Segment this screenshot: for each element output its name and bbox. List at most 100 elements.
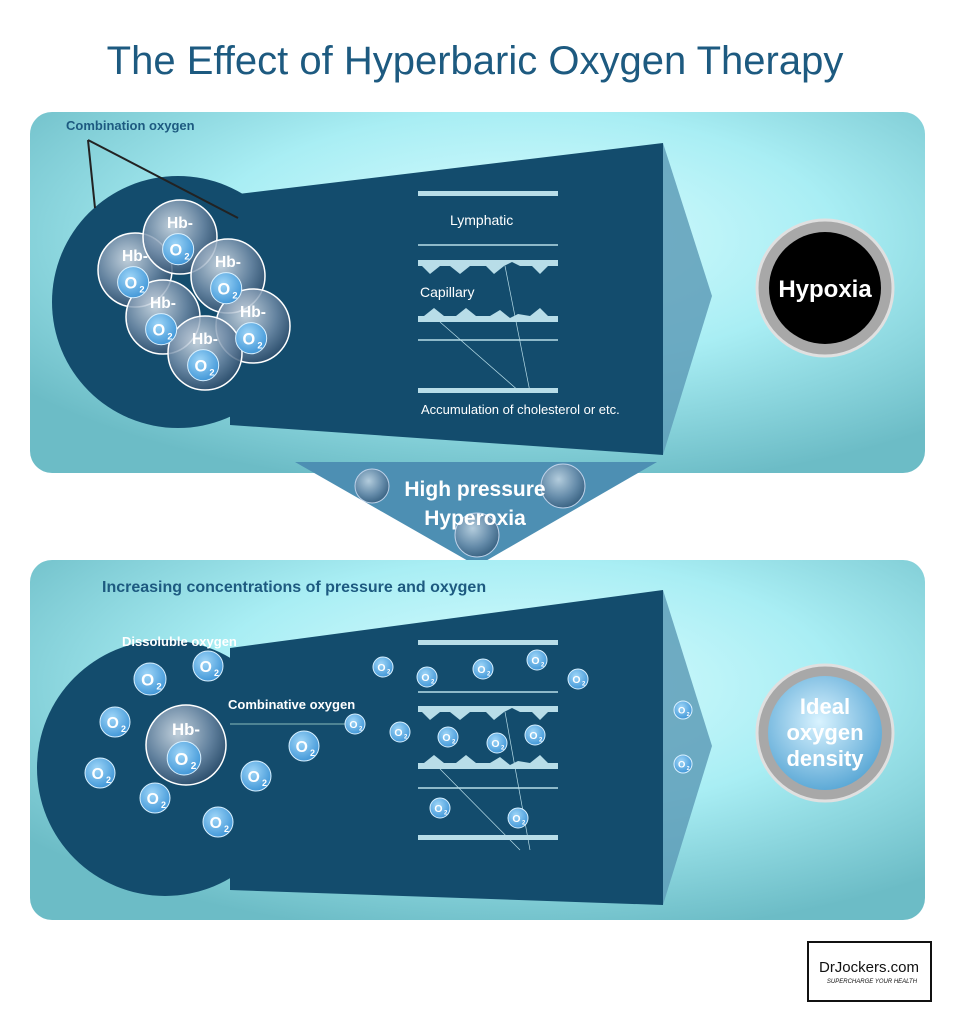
o2-label: O bbox=[296, 739, 308, 756]
ideal-density-badge: Ideal oxygen density bbox=[755, 663, 895, 803]
logo-tagline: SUPERCHARGE YOUR HEALTH bbox=[827, 979, 918, 985]
hyperoxia-label: Hyperoxia bbox=[424, 507, 526, 530]
o2-subscript: 2 bbox=[541, 663, 545, 669]
o2-molecule bbox=[187, 349, 220, 382]
o2-subscript: 2 bbox=[687, 712, 690, 718]
o2-subscript: 2 bbox=[310, 748, 315, 758]
o2-subscript: 2 bbox=[161, 800, 166, 810]
o2-molecule bbox=[372, 656, 394, 678]
o2-label: O bbox=[678, 706, 685, 717]
o2-subscript: 2 bbox=[487, 672, 491, 678]
hb-label: Hb- bbox=[240, 304, 266, 321]
hb-label: Hb- bbox=[192, 331, 218, 348]
o2-subscript: 2 bbox=[582, 682, 586, 688]
o2-label: O bbox=[107, 715, 119, 732]
lymphatic-label: Lymphatic bbox=[450, 212, 513, 228]
dissoluble-oxygen-label: Dissoluble oxygen bbox=[122, 634, 237, 649]
o2-molecule bbox=[202, 806, 234, 838]
o2-label: O bbox=[248, 769, 260, 786]
hypoxia-badge: Hypoxia bbox=[755, 218, 895, 358]
drjockers-logo[interactable]: DrJockers.com SUPERCHARGE YOUR HEALTH bbox=[807, 941, 932, 1002]
o2-molecule bbox=[486, 732, 508, 754]
o2-subscript: 2 bbox=[214, 668, 219, 678]
density-label: density bbox=[786, 746, 864, 771]
vessel-lines bbox=[230, 640, 558, 851]
capillary-label: Capillary bbox=[420, 284, 474, 300]
o2-molecule bbox=[524, 724, 546, 746]
o2-label: O bbox=[529, 730, 537, 742]
o2-molecule bbox=[389, 721, 411, 743]
o2-molecule bbox=[288, 730, 320, 762]
hb-label: Hb- bbox=[172, 720, 200, 739]
o2-molecule bbox=[673, 700, 693, 720]
o2-subscript: 2 bbox=[387, 670, 391, 676]
o2-molecule bbox=[117, 266, 150, 299]
o2-subscript: 2 bbox=[106, 775, 111, 785]
o2-label: O bbox=[242, 330, 255, 348]
o2-label: O bbox=[572, 674, 580, 686]
o2-label: O bbox=[349, 719, 357, 731]
o2-molecule bbox=[133, 662, 167, 696]
o2-label: O bbox=[678, 760, 685, 771]
o2-molecule bbox=[210, 272, 243, 305]
o2-subscript: 2 bbox=[139, 284, 144, 294]
o2-label: O bbox=[217, 280, 230, 298]
o2-discs bbox=[117, 233, 268, 382]
hb-label: Hb- bbox=[122, 248, 148, 265]
logo-brand: DrJockers.com bbox=[819, 959, 919, 976]
o2-label: O bbox=[394, 727, 402, 739]
o2-subscript: 2 bbox=[257, 340, 262, 350]
high-pressure-label: High pressure bbox=[404, 478, 545, 501]
o2-label: O bbox=[210, 815, 222, 832]
arrow-head bbox=[663, 590, 712, 905]
o2-subscript: 2 bbox=[156, 681, 161, 692]
ideal-label: Ideal bbox=[800, 694, 850, 719]
o2-subscript: 2 bbox=[184, 251, 189, 261]
o2-label: O bbox=[491, 738, 499, 750]
hb-label: Hb- bbox=[215, 254, 241, 271]
o2-subscript: 2 bbox=[359, 727, 363, 733]
o2-label: O bbox=[434, 803, 442, 815]
o2-label: O bbox=[377, 662, 385, 674]
combinative-oxygen-label: Combinative oxygen bbox=[228, 697, 355, 712]
o2-subscript: 2 bbox=[501, 746, 505, 752]
vessel-lines bbox=[418, 191, 558, 393]
o2-molecule bbox=[429, 797, 451, 819]
o2-subscript: 2 bbox=[167, 331, 172, 341]
o2-molecule bbox=[192, 650, 224, 682]
o2-label: O bbox=[152, 321, 165, 339]
o2-subscript: 2 bbox=[444, 811, 448, 817]
o2-subscript: 2 bbox=[224, 824, 229, 834]
o2-label: O bbox=[442, 732, 450, 744]
o2-subscript: 2 bbox=[262, 778, 267, 788]
hypoxia-label: Hypoxia bbox=[778, 276, 872, 303]
o2-label: O bbox=[194, 357, 207, 375]
o2-molecule bbox=[437, 726, 459, 748]
o2-molecule bbox=[235, 322, 268, 355]
o2-subscript: 2 bbox=[522, 821, 526, 827]
o2-molecule bbox=[240, 760, 272, 792]
o2-subscript: 2 bbox=[452, 740, 456, 746]
hb-label: Hb- bbox=[167, 215, 193, 232]
o2-label: O bbox=[124, 274, 137, 292]
o2-label: O bbox=[421, 672, 429, 684]
page-title: The Effect of Hyperbaric Oxygen Therapy bbox=[107, 39, 844, 83]
o2-molecule bbox=[344, 713, 366, 735]
o2-subscript: 2 bbox=[121, 724, 126, 734]
o2-molecule bbox=[84, 757, 116, 789]
o2-label: O bbox=[175, 749, 189, 769]
o2-molecule bbox=[139, 782, 171, 814]
o2-subscript: 2 bbox=[539, 738, 543, 744]
bottom-panel: Increasing concentrations of pressure an… bbox=[30, 560, 925, 920]
o2-subscript: 2 bbox=[687, 766, 690, 772]
o2-discs bbox=[84, 649, 693, 838]
oxygen-label: oxygen bbox=[786, 720, 863, 745]
o2-molecule bbox=[162, 233, 195, 266]
hb-label: Hb- bbox=[150, 295, 176, 312]
o2-molecule bbox=[507, 807, 529, 829]
o2-molecule bbox=[99, 706, 131, 738]
o2-label: O bbox=[92, 766, 104, 783]
